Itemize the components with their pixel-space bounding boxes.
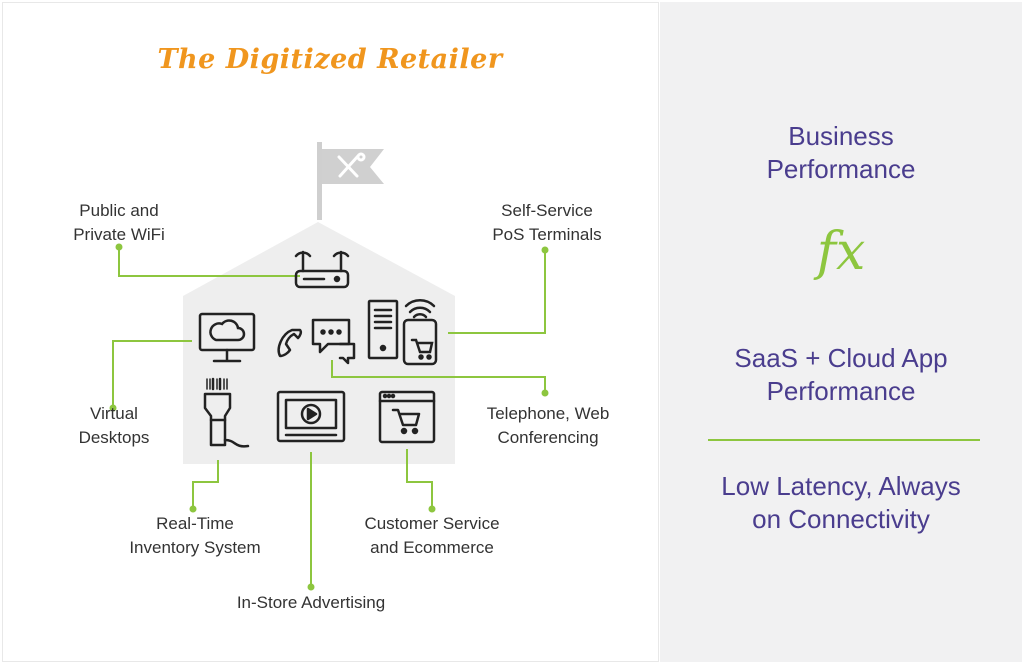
router-icon (294, 250, 350, 289)
fx-icon: fx (816, 222, 866, 282)
connector-dots (109, 243, 549, 591)
server-mobile-cart-icon (367, 299, 438, 366)
label-in-store-advertising: In-Store Advertising (236, 593, 386, 612)
diagram-title: The Digitized Retailer (157, 44, 503, 75)
flag-pole (317, 142, 322, 220)
flag (322, 149, 384, 184)
connector-lines (112, 245, 546, 587)
video-screen-icon (276, 390, 346, 443)
cart-browser-icon (378, 390, 436, 444)
cloud-monitor-icon (198, 312, 256, 363)
tools-icon (337, 152, 366, 178)
phone-chat-icon (277, 318, 356, 365)
divider-line (708, 439, 980, 441)
performance-panel (660, 2, 1022, 662)
barcode-scanner-icon (203, 377, 250, 448)
